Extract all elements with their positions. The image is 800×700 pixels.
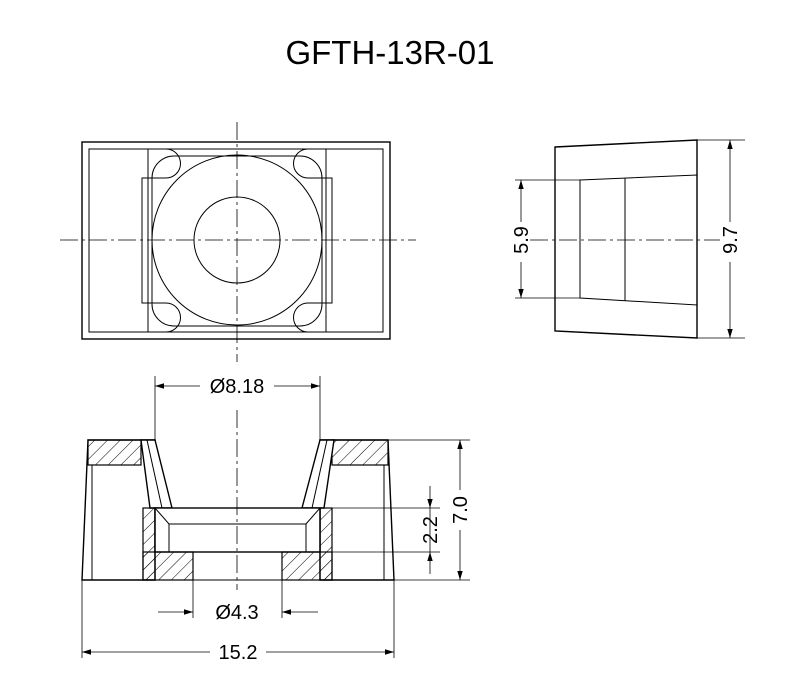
side-view: 5.9 9.7 xyxy=(511,139,745,339)
dim-top-diameter: Ø8.18 xyxy=(210,376,264,398)
dim-outer-height: 9.7 xyxy=(720,226,742,254)
drawing-title: GFTH-13R-01 xyxy=(285,34,494,71)
dim-recess-depth: 2.2 xyxy=(420,516,442,544)
top-view xyxy=(60,122,416,362)
section-view: Ø8.18 7.0 2.2 Ø4.3 15.2 xyxy=(81,376,472,664)
dim-height: 7.0 xyxy=(450,496,472,524)
dim-total-width: 15.2 xyxy=(219,642,258,664)
dim-inner-height: 5.9 xyxy=(511,226,533,254)
dim-hole-diameter: Ø4.3 xyxy=(215,602,258,624)
